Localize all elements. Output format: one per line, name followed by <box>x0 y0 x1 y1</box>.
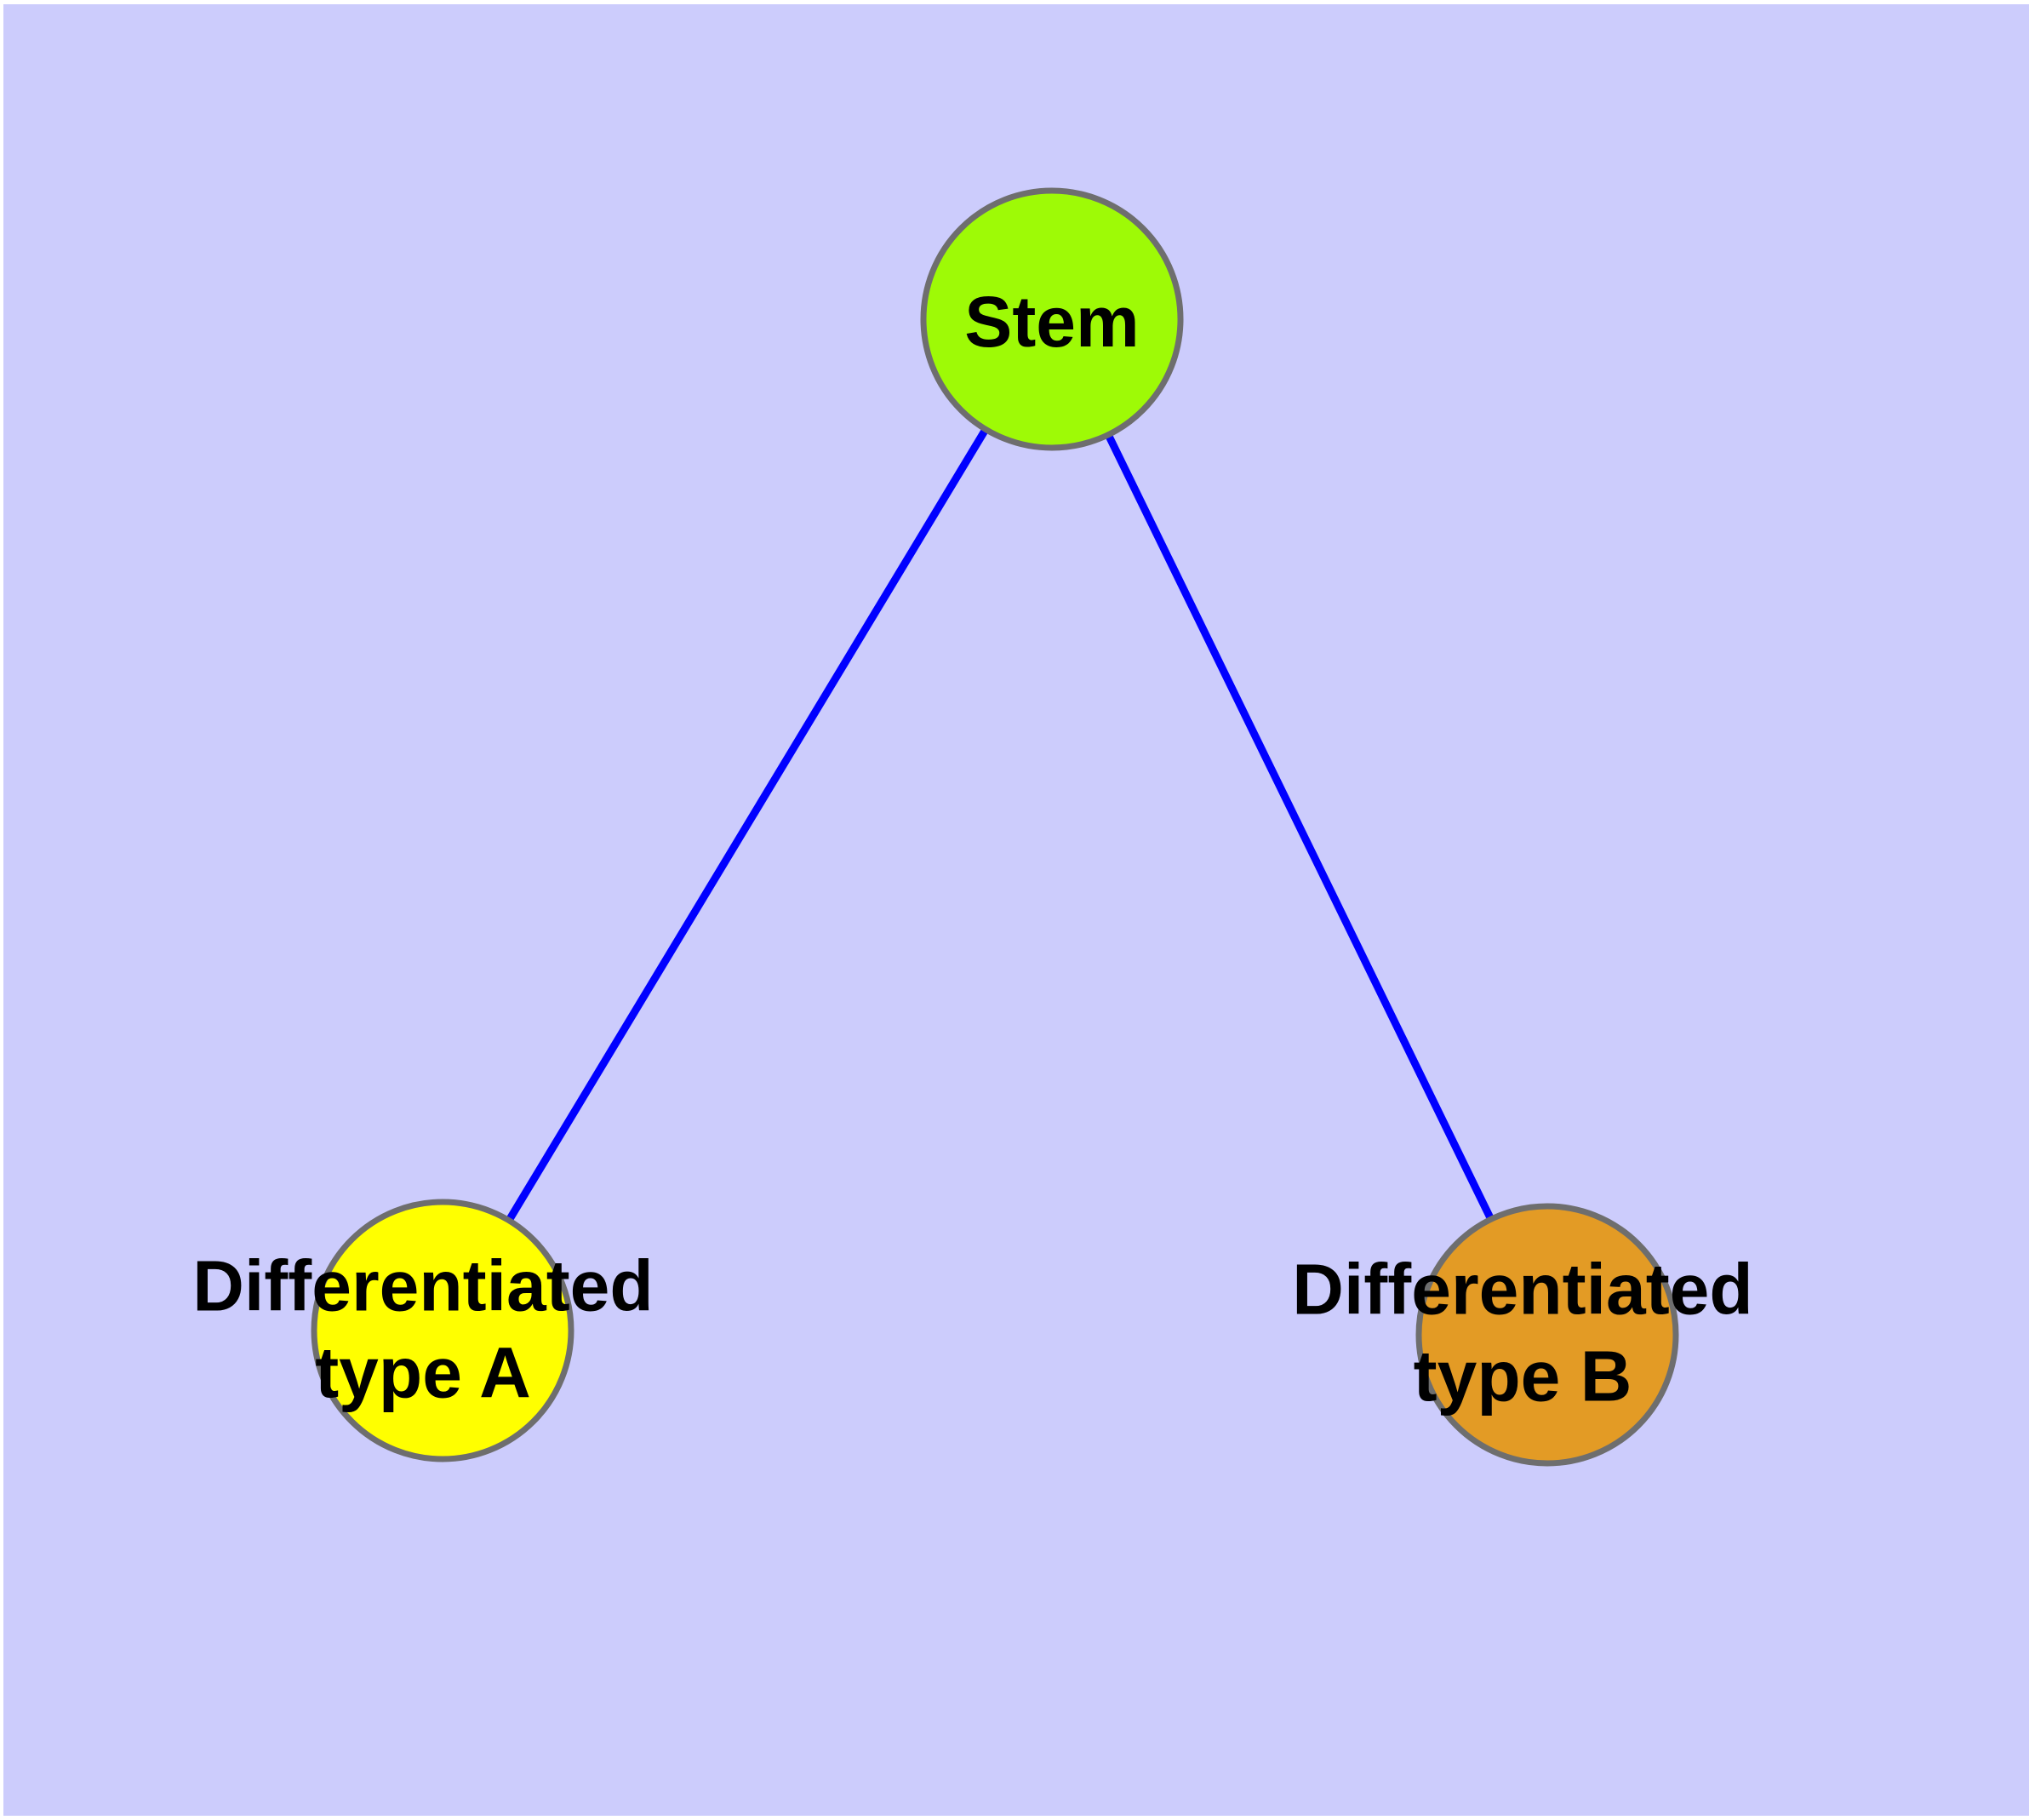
edge-stem-to-differentiated-type-a[interactable] <box>505 426 990 1224</box>
edge-layer <box>505 426 1495 1224</box>
node-differentiated-type-a[interactable] <box>311 1199 574 1462</box>
node-differentiated-type-b[interactable] <box>1415 1203 1679 1467</box>
edge-stem-to-differentiated-type-b[interactable] <box>1104 431 1495 1223</box>
node-stem[interactable] <box>920 187 1184 451</box>
node-layer <box>311 187 1679 1467</box>
